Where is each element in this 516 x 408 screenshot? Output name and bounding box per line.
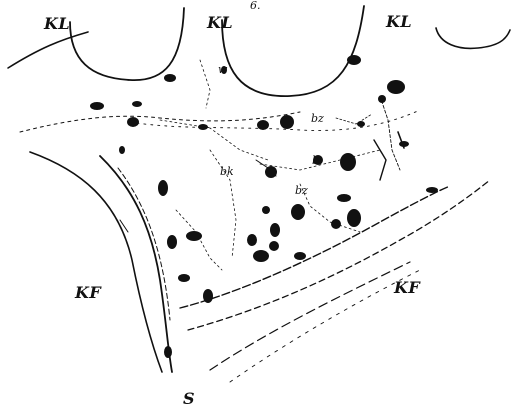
label-kl-left: KL [44,16,70,32]
label-kl-center: KL [207,15,233,31]
label-bz-lower: bz [295,185,308,196]
label-w: w [218,64,227,75]
label-s: S [183,391,195,407]
label-bz-upper: bz [311,113,324,124]
label-kf-right: KF [394,280,420,296]
label-b-small: b [312,155,319,166]
label-kf-left: KF [75,285,101,301]
label-bk: bk [220,166,234,177]
figure-number: 6. [250,0,261,11]
label-kl-right: KL [386,14,412,30]
